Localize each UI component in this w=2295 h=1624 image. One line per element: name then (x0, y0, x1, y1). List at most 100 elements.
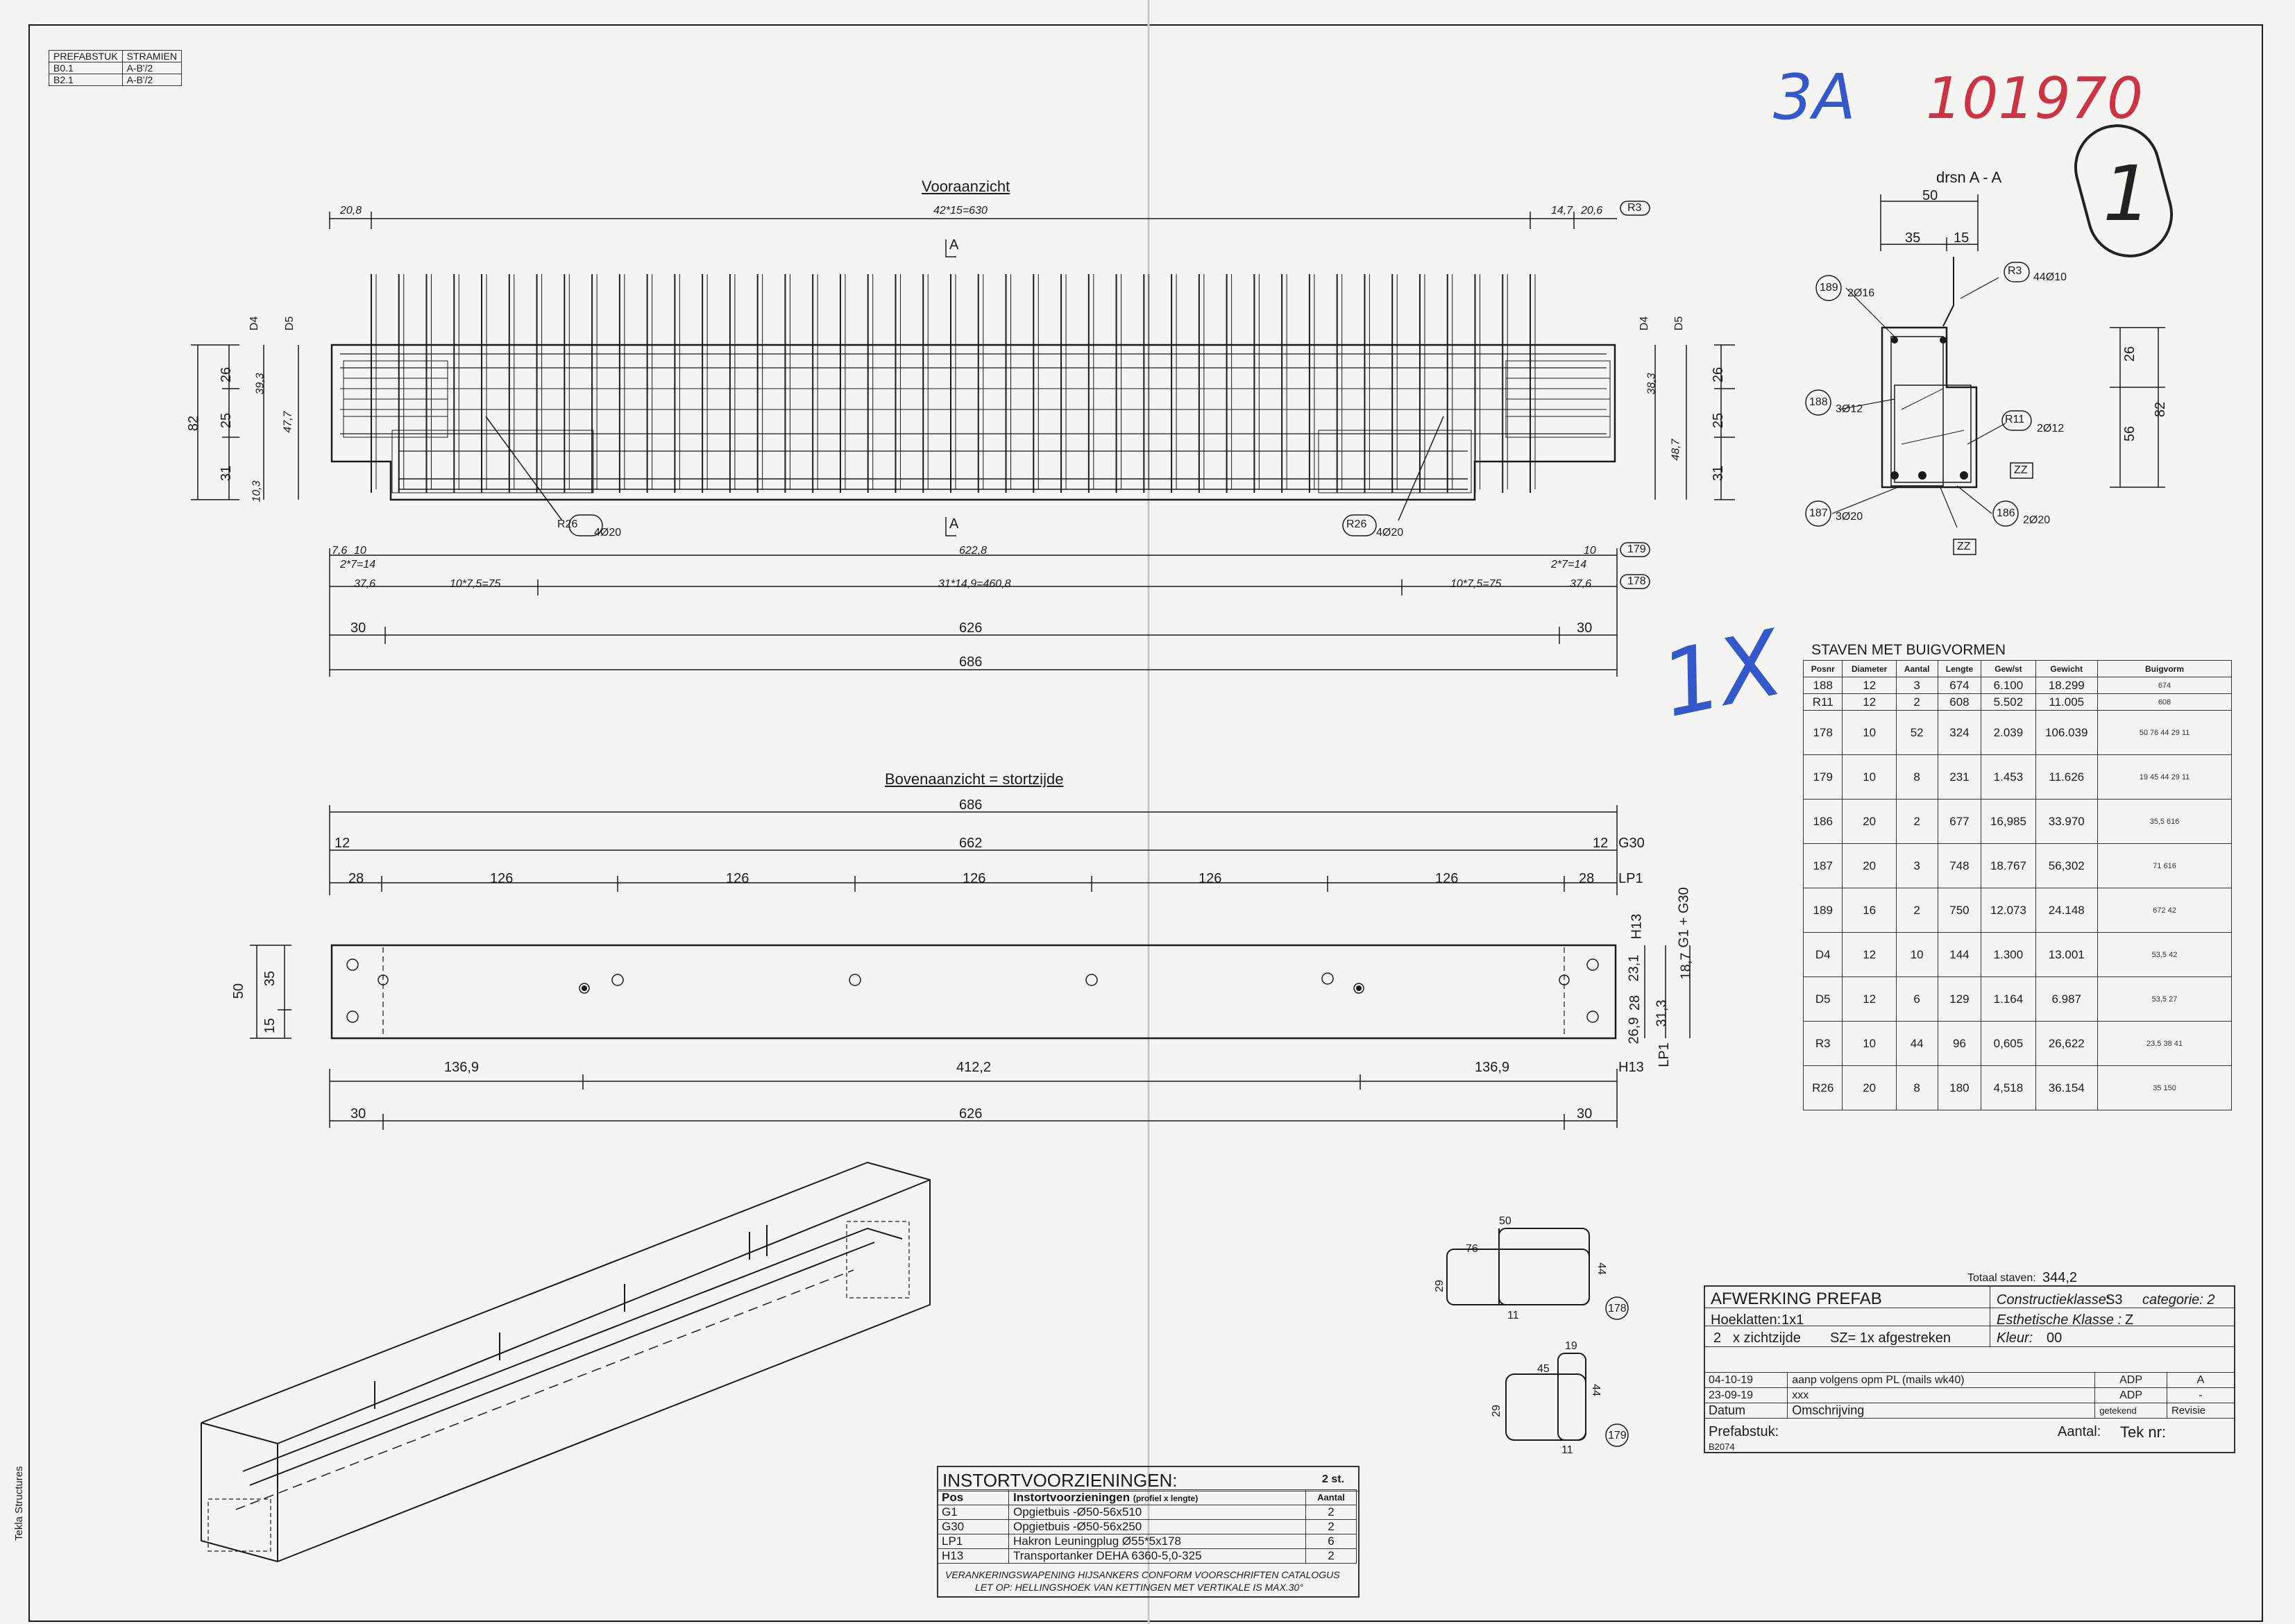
dim-label: 44 (1589, 1384, 1602, 1396)
handwritten-number: 101970 (1926, 66, 2144, 132)
bend-cell-gewst: 1.300 (1981, 932, 2036, 977)
zichtzijde-label: x zichtzijde (1733, 1330, 1801, 1346)
rebar-qty-right: 4Ø20 (1376, 527, 1404, 539)
instort-pos: H13 (937, 1548, 1009, 1564)
zichtzijde-qty: 2 (1713, 1330, 1722, 1346)
dim-label: 50 (1922, 188, 1938, 203)
bend-cell-shape: 53,5 42 (2097, 932, 2232, 977)
rev-description: aanp volgens opm PL (mails wk40) (1787, 1372, 2096, 1388)
dim-label: 44 (1595, 1262, 1607, 1275)
dim-label: 23,1 (1626, 954, 1642, 982)
instort-note: VERANKERINGSWAPENING HIJSANKERS CONFORM … (945, 1569, 1340, 1580)
bend-cell-gewst: 0,605 (1981, 1021, 2036, 1066)
dim-label: 11 (1507, 1310, 1519, 1321)
bend-cell-posnr: R3 (1802, 1021, 1843, 1066)
stirrup-mark-179: 179 (1608, 1430, 1627, 1441)
dim-label: 662 (959, 836, 983, 851)
software-label: Tekla Structures (13, 1466, 25, 1541)
bend-cell-posnr: 188 (1802, 677, 1843, 694)
bend-cell-lengte: 608 (1937, 693, 1982, 711)
sheet-border (28, 24, 2263, 1622)
bend-cell-lengte: 231 (1937, 754, 1982, 800)
bend-cell-posnr: 189 (1802, 888, 1843, 933)
bar-qty-r11: 2Ø12 (2037, 423, 2065, 434)
bend-cell-lengte: 324 (1937, 710, 1982, 755)
bar-qty-186: 2Ø20 (2023, 514, 2051, 526)
rebar-tag-178: 178 (1627, 575, 1646, 587)
dim-label: 28 (1579, 871, 1595, 886)
title-block-title: AFWERKING PREFAB (1711, 1289, 1882, 1308)
dim-label: 12 (334, 836, 350, 851)
bend-cell-posnr: 178 (1802, 710, 1843, 755)
kleur-label: Kleur: (1997, 1330, 2033, 1346)
aantal-label: Aantal: (2058, 1424, 2101, 1439)
bar-qty-r3: 44Ø10 (2033, 271, 2067, 283)
bend-cell-gewicht: 106.039 (2035, 710, 2098, 755)
col-header: Diameter (1842, 660, 1897, 677)
dim-label: 29 (1433, 1280, 1446, 1292)
instort-qty: 6 (1305, 1534, 1357, 1549)
bar-qty-188: 3Ø12 (1836, 403, 1863, 415)
instort-qty: 2 (1305, 1548, 1357, 1564)
bar-mark-189: 189 (1820, 282, 1838, 294)
bend-cell-diameter: 20 (1842, 799, 1897, 844)
bend-cell-shape: 35 150 (2097, 1065, 2232, 1110)
rebar-tag-d4: D4 (248, 316, 261, 331)
bend-cell-aantal: 2 (1895, 888, 1938, 933)
rev-header: getekend (2094, 1403, 2167, 1419)
dim-label: 28 (1627, 995, 1643, 1011)
total-value: 344,2 (2042, 1270, 2078, 1285)
anchor-tag-lp1: LP1 (1656, 1042, 1672, 1067)
dim-label: 136,9 (1475, 1060, 1510, 1075)
bend-cell-gewicht: 56,302 (2035, 843, 2098, 888)
bend-cell-lengte: 129 (1937, 976, 1982, 1022)
bend-cell-aantal: 2 (1895, 693, 1938, 711)
rev-date: 23-09-19 (1703, 1387, 1788, 1403)
anchor-tag-lp1: LP1 (1618, 871, 1643, 886)
dim-label: 50 (231, 983, 247, 999)
anchor-tag-h13: H13 (1629, 913, 1645, 940)
dim-label: 10*7,5=75 (450, 578, 501, 590)
section-marker-bottom: A (949, 516, 959, 532)
esthetische-value: Z (2125, 1312, 2134, 1328)
bend-cell-lengte: 180 (1937, 1065, 1982, 1110)
bar-mark-188: 188 (1809, 396, 1828, 408)
rebar-qty-left: 4Ø20 (594, 527, 622, 539)
dim-label: 42*15=630 (933, 205, 988, 217)
rebar-tag-r26-left: R26 (557, 518, 578, 530)
bend-cell-diameter: 12 (1842, 677, 1897, 694)
hoeklatten-label: Hoeklatten: (1711, 1312, 1781, 1328)
dim-label: 48,7 (1670, 439, 1682, 461)
col-header: Instortvoorzieningen (1013, 1490, 1130, 1504)
bend-cell-shape: 50 76 44 29 11 (2097, 710, 2232, 755)
bend-cell-posnr: 187 (1802, 843, 1843, 888)
front-view (191, 212, 1735, 677)
dim-label: 686 (959, 797, 983, 813)
prefab-header: PREFABSTUK (49, 50, 123, 62)
dim-label: 626 (959, 1106, 983, 1122)
dim-label: 19 (1565, 1340, 1577, 1352)
dim-label: 10,3 (251, 480, 263, 502)
dim-label: 30 (1577, 1106, 1593, 1122)
front-view-title: Vooraanzicht (922, 178, 1010, 195)
col-header: Aantal (1305, 1489, 1357, 1505)
bend-cell-lengte: 750 (1937, 888, 1982, 933)
bend-cell-aantal: 8 (1895, 754, 1938, 800)
bend-cell-posnr: R26 (1802, 1065, 1843, 1110)
bend-cell-shape: 672 42 (2097, 888, 2232, 933)
title-block: AFWERKING PREFAB Constructieklasse: S3 c… (1704, 1285, 2235, 1453)
dim-label: 35 (1905, 230, 1921, 246)
bend-cell-gewicht: 24.148 (2035, 888, 2098, 933)
bend-cell-aantal: 2 (1895, 799, 1938, 844)
kleur-value: 00 (2047, 1330, 2063, 1346)
rev-code: A (2166, 1372, 2235, 1388)
dim-label: 35 (262, 970, 278, 987)
hoeklatten-value: 1x1 (1781, 1312, 1804, 1328)
bend-cell-posnr: R11 (1802, 693, 1843, 711)
dim-label: 126 (1435, 871, 1459, 886)
dim-label: 14,7 (1551, 205, 1573, 217)
